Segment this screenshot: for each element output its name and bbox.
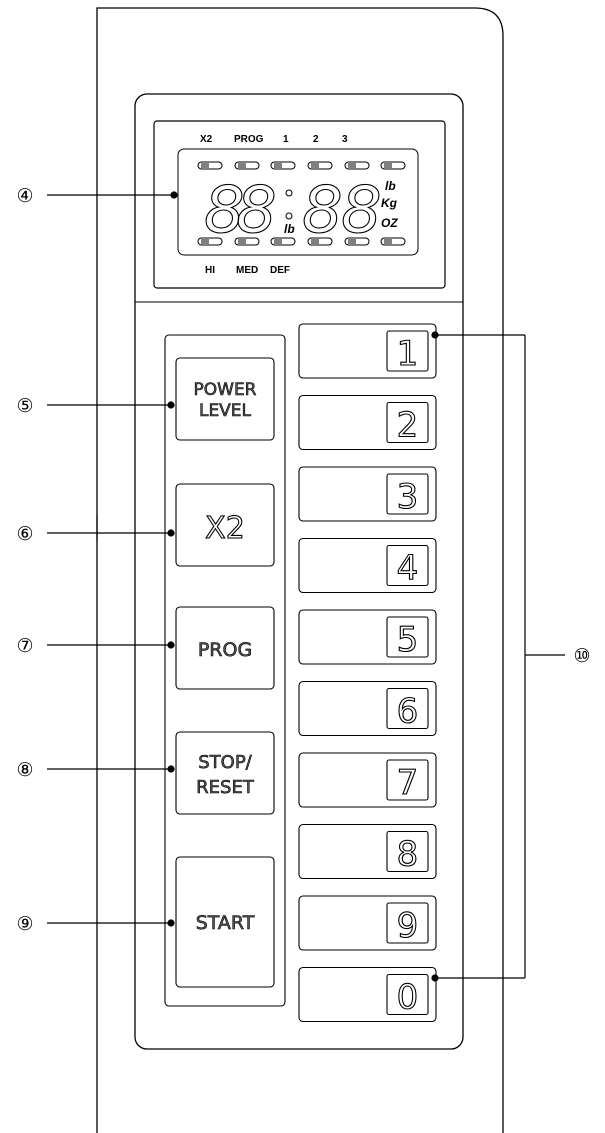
lcd-top-indicators [197, 161, 406, 170]
lcd-top-indicator-5 [344, 161, 370, 170]
lcd-label-3: 3 [342, 134, 348, 145]
number-pad-3[interactable]: 3 [298, 466, 437, 522]
number-pad-digit-box [386, 687, 429, 730]
lcd-top-indicator-6 [380, 161, 406, 170]
lcd-bottom-indicator-3 [270, 237, 296, 246]
number-pad-0[interactable]: 0 [298, 966, 437, 1023]
number-pad-label: 7 [397, 763, 419, 803]
number-pad-2[interactable]: 2 [298, 394, 437, 451]
lcd-bottom-indicator-1 [197, 237, 223, 246]
number-pad-digit-box [386, 473, 429, 515]
number-pad-label: 4 [397, 549, 419, 589]
lcd-top-indicator-1 [197, 161, 223, 170]
callout-number-pads: ⑩ [573, 645, 590, 667]
number-pad-frame [298, 680, 437, 737]
lcd-label-2: 2 [313, 134, 319, 145]
lcd-unit-lb: lb [385, 179, 396, 193]
power-level-label-top: POWER [194, 380, 257, 400]
stop-reset-button[interactable]: STOP/ RESET [175, 731, 275, 815]
number-pad-label: 2 [397, 406, 419, 446]
number-pad-4[interactable]: 4 [298, 537, 437, 594]
lcd-top-indicator-2 [234, 161, 260, 170]
lcd-digit-3: 8 [302, 174, 343, 248]
callout-display: ④ [16, 185, 33, 207]
number-pad-label: 8 [397, 835, 419, 875]
lcd-label-x2: X2 [200, 134, 213, 145]
function-button-group [164, 334, 286, 1007]
start-button[interactable]: START [175, 856, 275, 988]
number-pad-8[interactable]: 8 [298, 823, 437, 880]
x2-button[interactable]: X2 [175, 483, 275, 567]
lcd-digit-2: 8 [236, 174, 277, 248]
lcd-center-unit: lb [284, 222, 295, 236]
number-keypad: 1 2 3 4 5 6 7 8 9 0 [298, 323, 437, 1023]
number-pad-digit-box [386, 973, 429, 1016]
number-pad-frame [298, 466, 437, 522]
lcd-colon-top [285, 189, 293, 197]
number-pad-9[interactable]: 9 [298, 895, 437, 951]
number-pad-5[interactable]: 5 [298, 609, 437, 665]
lcd-label-def: DEF [270, 265, 290, 276]
lcd-digit-4: 8 [341, 174, 382, 248]
number-pad-frame [298, 966, 437, 1023]
number-pad-frame [298, 752, 437, 808]
number-pad-digit-box [386, 759, 429, 801]
prog-button[interactable]: PROG [175, 606, 275, 690]
lcd-display: X2 PROG 1 2 3 8 8 lb 8 8 lb Kg OZ HI MED… [153, 120, 446, 289]
number-pad-label: 3 [397, 477, 419, 517]
callout-power-level: ⑤ [16, 395, 33, 417]
number-pad-digit-box [386, 544, 429, 587]
inner-bezel [134, 93, 464, 1050]
power-level-button[interactable]: POWER LEVEL [175, 357, 275, 441]
lcd-label-prog: PROG [234, 134, 264, 145]
number-pad-1[interactable]: 1 [298, 323, 437, 379]
number-pad-frame [298, 823, 437, 880]
lcd-digit-1: 8 [204, 174, 245, 248]
number-pad-digit-box [386, 401, 429, 444]
lcd-top-indicator-4 [307, 161, 333, 170]
lcd-label-med: MED [236, 265, 258, 276]
lcd-bottom-indicator-4 [307, 237, 333, 246]
lcd-label-1: 1 [283, 134, 289, 145]
number-pad-label: 1 [397, 334, 419, 374]
number-pad-digit-box [386, 616, 429, 658]
lcd-bottom-indicator-5 [344, 237, 370, 246]
number-pad-digit-box [386, 330, 429, 372]
number-pad-label: 9 [397, 906, 419, 946]
number-pad-frame [298, 537, 437, 594]
start-button-label: START [196, 912, 255, 934]
x2-button-label: X2 [205, 511, 245, 546]
lcd-unit-kg: Kg [381, 196, 398, 210]
stop-reset-label-bottom: RESET [196, 777, 255, 798]
callout-leaders [47, 191, 565, 982]
callout-stop-reset: ⑧ [16, 759, 33, 781]
number-pad-digit-box [386, 902, 429, 944]
lcd-bottom-indicator-2 [234, 237, 260, 246]
lcd-top-indicator-3 [270, 161, 296, 170]
prog-button-label: PROG [198, 639, 252, 661]
callout-x2: ⑥ [16, 523, 33, 545]
number-pad-frame [298, 609, 437, 665]
lcd-unit-oz: OZ [381, 216, 398, 230]
callout-start: ⑨ [16, 913, 33, 935]
number-pad-label: 0 [397, 978, 419, 1018]
number-pad-label: 6 [397, 692, 419, 732]
number-pad-7[interactable]: 7 [298, 752, 437, 808]
lcd-bottom-indicators [197, 237, 406, 246]
panel-outline [96, 7, 504, 1133]
number-pad-frame [298, 323, 437, 379]
lcd-bottom-indicator-6 [380, 237, 406, 246]
number-pad-frame [298, 895, 437, 951]
number-pad-label: 5 [397, 620, 419, 660]
lcd-label-hi: HI [205, 265, 215, 276]
stop-reset-label-top: STOP/ [198, 752, 252, 773]
number-pad-frame [298, 394, 437, 451]
power-level-label-bottom: LEVEL [199, 401, 252, 421]
lcd-colon-bottom [285, 212, 293, 220]
number-pad-6[interactable]: 6 [298, 680, 437, 737]
callout-prog: ⑦ [16, 635, 33, 657]
number-pad-digit-box [386, 830, 429, 873]
